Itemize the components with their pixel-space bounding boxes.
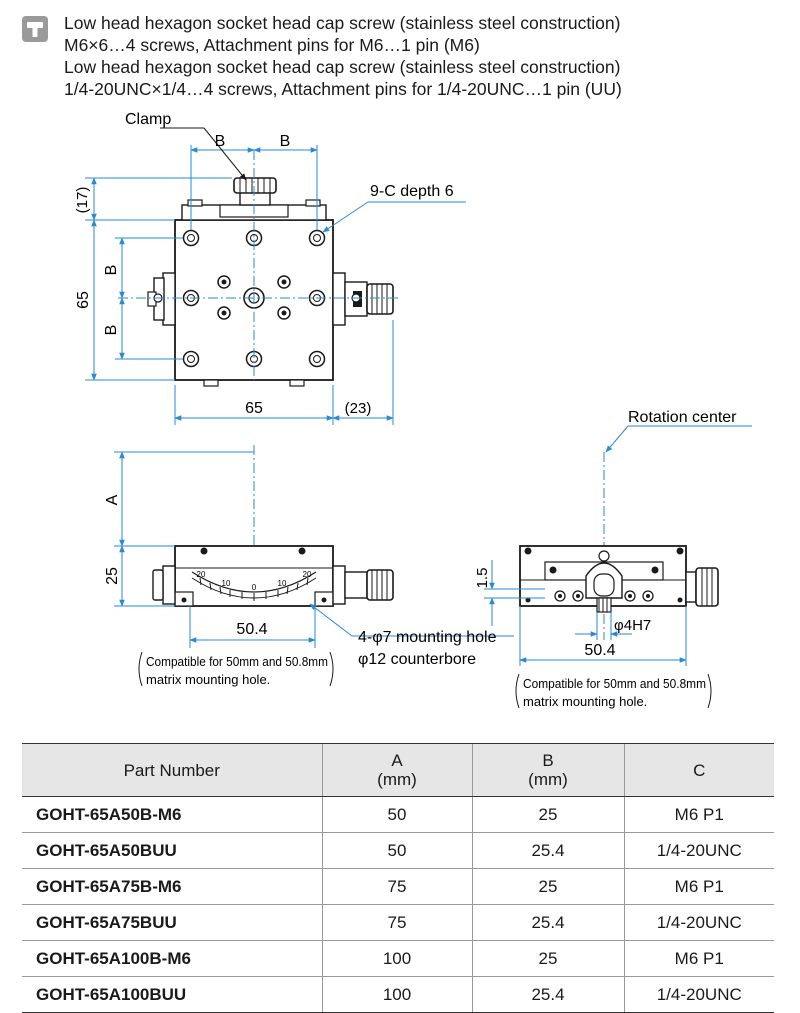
top-view-dimensions <box>85 145 466 425</box>
header-b-unit: (mm) <box>528 770 568 789</box>
dim-50-4-front: 50.4 <box>236 621 267 638</box>
cell-a: 75 <box>321 904 472 941</box>
cell-a: 75 <box>321 868 472 905</box>
cell-c: M6 P1 <box>623 796 774 833</box>
side-view-dimensions <box>484 560 687 666</box>
rotation-center-label: Rotation center <box>628 409 737 426</box>
table-row: GOHT-65A75B-M6 75 25 M6 P1 <box>22 868 774 905</box>
table-row: GOHT-65A75BUU 75 25.4 1/4-20UNC <box>22 904 774 941</box>
dim-9c-depth: 9-C depth 6 <box>370 183 454 200</box>
table-row: GOHT-65A50B-M6 50 25 M6 P1 <box>22 796 774 833</box>
cell-b: 25.4 <box>471 904 624 941</box>
header-b-label: B <box>542 751 554 770</box>
header-a-unit: (mm) <box>377 770 417 789</box>
angle-scale <box>199 577 309 601</box>
clamp-label: Clamp <box>125 111 171 128</box>
dim-1-5: 1.5 <box>474 568 491 589</box>
scale-label: 0 <box>252 583 257 592</box>
cell-a: 50 <box>321 832 472 869</box>
cell-part-number: GOHT-65A75B-M6 <box>22 868 322 905</box>
dim-b-left: B <box>215 133 226 150</box>
front-view-dimensions <box>114 451 514 648</box>
part-number-table: Part Number A (mm) B (mm) C GOHT-65A50B-… <box>22 743 774 1013</box>
dim-b-vert-top: B <box>103 265 120 276</box>
header-b: B (mm) <box>471 743 624 797</box>
header-part-number: Part Number <box>22 743 322 797</box>
scale-label: 20 <box>303 570 312 579</box>
dim-b-right: B <box>280 133 291 150</box>
note-line: 1/4-20UNC×1/4…4 screws, Attachment pins … <box>64 79 622 99</box>
cell-part-number: GOHT-65A100BUU <box>22 976 322 1013</box>
scale-label: 10 <box>222 579 231 588</box>
screw-icon <box>22 16 48 42</box>
dim-4h7: φ4H7 <box>614 617 651 634</box>
compat-note-side-line2: matrix mounting hole. <box>523 694 647 709</box>
side-view: Rotation center <box>474 409 752 709</box>
clamp-knob <box>233 177 277 206</box>
table-row: GOHT-65A50BUU 50 25.4 1/4-20UNC <box>22 832 774 869</box>
dim-25: 25 <box>104 567 121 585</box>
note-line: Low head hexagon socket head cap screw (… <box>64 13 621 33</box>
table-row: GOHT-65A100BUU 100 25.4 1/4-20UNC <box>22 976 774 1013</box>
technical-drawing: Clamp B B (17) 9-C depth 6 B B 65 65 (23… <box>74 111 752 709</box>
cell-b: 25 <box>471 940 624 977</box>
table-header-row: Part Number A (mm) B (mm) C <box>22 743 774 797</box>
header-a: A (mm) <box>321 743 472 797</box>
cell-a: 50 <box>321 796 472 833</box>
cell-part-number: GOHT-65A75BUU <box>22 904 322 941</box>
header-a-label: A <box>391 751 403 770</box>
cell-a: 100 <box>321 940 472 977</box>
cell-a: 100 <box>321 976 472 1013</box>
note-line: Low head hexagon socket head cap screw (… <box>64 57 621 77</box>
dim-23: (23) <box>345 400 372 417</box>
dim-65-horiz: 65 <box>245 400 263 417</box>
mounting-hole-label: 4-φ7 mounting hole <box>358 629 497 646</box>
cell-c: 1/4-20UNC <box>623 904 774 941</box>
dim-65-vert: 65 <box>75 291 92 309</box>
compat-note-front-line2: matrix mounting hole. <box>146 672 270 687</box>
dim-a: A <box>104 494 121 505</box>
compat-note-side-line1: Compatible for 50mm and 50.8mm <box>523 676 706 691</box>
cell-part-number: GOHT-65A50BUU <box>22 832 322 869</box>
dim-50-4-side: 50.4 <box>584 642 615 659</box>
table-row: GOHT-65A100B-M6 100 25 M6 P1 <box>22 940 774 977</box>
front-view: 20 10 0 10 20 <box>104 445 514 687</box>
cell-c: M6 P1 <box>623 868 774 905</box>
cell-c: 1/4-20UNC <box>623 832 774 869</box>
counterbore-label: φ12 counterbore <box>358 651 476 668</box>
header-c: C <box>623 743 774 797</box>
dim-17: (17) <box>74 187 91 214</box>
dim-b-vert-bottom: B <box>103 325 120 336</box>
scale-label: 10 <box>278 579 287 588</box>
cell-b: 25 <box>471 796 624 833</box>
note-line: M6×6…4 screws, Attachment pins for M6…1 … <box>64 35 480 55</box>
micrometer-head <box>332 272 394 326</box>
cell-c: M6 P1 <box>623 940 774 977</box>
cell-b: 25 <box>471 868 624 905</box>
cell-part-number: GOHT-65A50B-M6 <box>22 796 322 833</box>
cell-c: 1/4-20UNC <box>623 976 774 1013</box>
top-view: Clamp B B (17) 9-C depth 6 B B 65 65 (23… <box>74 111 466 425</box>
compat-note-front-line1: Compatible for 50mm and 50.8mm <box>146 654 328 669</box>
cell-b: 25.4 <box>471 976 624 1013</box>
cell-b: 25.4 <box>471 832 624 869</box>
cell-part-number: GOHT-65A100B-M6 <box>22 940 322 977</box>
accessory-notes: Low head hexagon socket head cap screw (… <box>64 12 784 100</box>
scale-label: 20 <box>197 570 206 579</box>
